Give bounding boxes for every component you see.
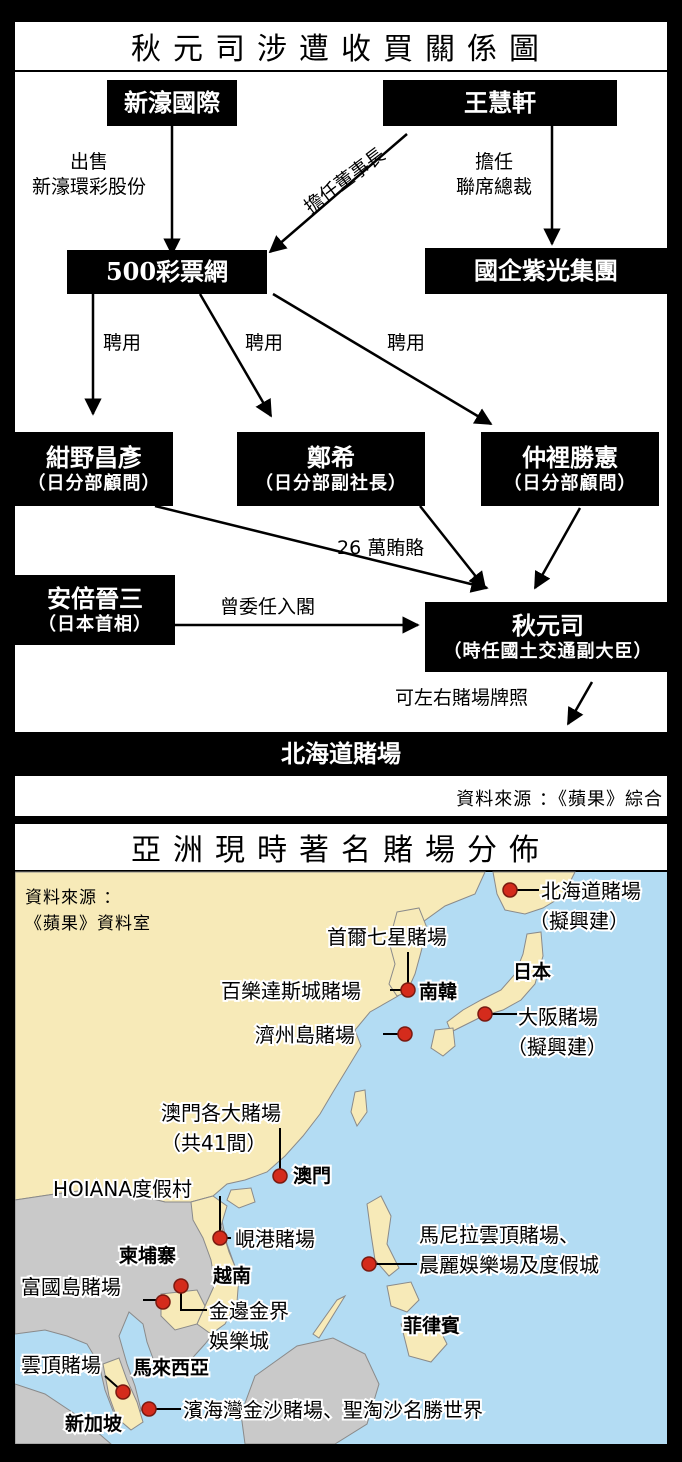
label-seoul7: 首爾七星賭場: [327, 925, 447, 949]
relationship-panel: 秋元司涉遭收買關係圖 新濠國際 王慧軒 500彩票網 國企紫光集團 紺: [15, 22, 671, 816]
country-philippines: 菲律賓: [403, 1314, 460, 1337]
label-walkerhill: 百樂達斯城賭場: [221, 979, 361, 1003]
label-approve: 可左右賭場牌照: [395, 687, 529, 709]
label-genting: 雲頂賭場: [21, 1353, 101, 1377]
casino-markers: [115, 882, 518, 1417]
label-appoint: 曾委任入閣: [220, 596, 316, 618]
label-serve: 擔任 聯席總裁: [455, 151, 532, 198]
country-macau: 澳門: [293, 1164, 331, 1187]
borneo: [240, 1337, 380, 1444]
node-akimoto: 秋元司 （時任國土交通副大臣）: [425, 602, 671, 672]
label-danang: 峴港賭場: [235, 1227, 315, 1251]
marker-genting: [115, 1384, 131, 1400]
node-xinhao: 新濠國際: [107, 80, 237, 126]
marker-seoul: [400, 982, 416, 998]
title-divider: [15, 70, 667, 72]
label-sell: 出售 新濠環彩股份: [31, 151, 146, 198]
country-malaysia: 馬來西亞: [133, 1356, 209, 1379]
label-osaka-status: （擬興建）: [507, 1035, 607, 1059]
diagram-arrows: [84, 126, 594, 726]
label-manila-1: 馬尼拉雲頂賭場、: [419, 1223, 579, 1247]
marker-phuquoc: [155, 1294, 171, 1310]
country-singapore: 新加坡: [65, 1412, 123, 1435]
hainan: [226, 1187, 256, 1209]
label-phuquoc: 富國島賭場: [21, 1275, 121, 1299]
node-abe: 安倍晉三 （日本首相）: [15, 575, 175, 645]
label-hire-1: 聘用: [103, 332, 142, 354]
marker-jeju: [397, 1026, 413, 1042]
arrow-nakasato-akimoto: [533, 507, 582, 590]
marker-manila: [361, 1256, 377, 1272]
country-vietnam: 越南: [212, 1264, 251, 1287]
label-osaka: 大阪賭場: [518, 1005, 598, 1029]
node-wang: 王慧軒: [383, 80, 617, 126]
label-nagaworld-2: 娛樂城: [209, 1329, 269, 1353]
marker-nagaworld: [173, 1278, 189, 1294]
sumatra: [15, 1383, 112, 1444]
arrow-konno-akimoto: [154, 504, 489, 593]
philippines-visayas: [386, 1281, 420, 1313]
country-cambodia: 柬埔寨: [119, 1244, 176, 1267]
node-konno: 紺野昌彥 （日分部顧問）: [15, 432, 173, 506]
label-manila-2: 晨麗娛樂場及度假城: [419, 1253, 599, 1277]
map-source-line-1: 資料來源 ：: [25, 888, 121, 908]
marker-mbs: [141, 1401, 157, 1417]
arrow-approve: [566, 681, 594, 726]
label-hire-3: 聘用: [387, 332, 426, 354]
philippines-palawan: [312, 1294, 347, 1339]
node-nakasato: 仲裡勝憲 （日分部顧問）: [481, 432, 659, 506]
philippines-mindanao: [400, 1319, 448, 1363]
diagram-source: 資料來源 ：《蘋果》綜合: [456, 789, 663, 810]
diagram-title: 秋元司涉遭收買關係圖: [131, 32, 551, 67]
japan-hokkaido: [492, 871, 576, 915]
label-hire-2: 聘用: [245, 332, 284, 354]
japan-kyushu: [430, 1027, 456, 1057]
marker-macau: [272, 1168, 288, 1184]
label-nagaworld-1: 金邊金界: [209, 1299, 289, 1323]
vietnam: [190, 1195, 240, 1335]
philippines-luzon: [366, 1195, 400, 1277]
node-guoqi: 國企紫光集團: [425, 248, 667, 294]
arrow-hire-3: [272, 292, 493, 426]
node-hokkaido-casino: 北海道賭場: [15, 732, 667, 776]
leader-nagaworld: [180, 1290, 207, 1311]
map-source-line-2: 《蘋果》資料室: [25, 914, 151, 934]
arrow-chairman: [268, 133, 408, 254]
label-bribe: 26 萬賄賂: [337, 537, 425, 559]
japan-honshu: [446, 931, 544, 1033]
indochina: [15, 1189, 238, 1429]
country-japan: 日本: [513, 960, 551, 983]
marker-hokkaido: [502, 882, 518, 898]
label-jeju: 濟州島賭場: [255, 1023, 355, 1047]
label-macau-count: （共41間）: [161, 1131, 266, 1155]
asia-map: 資料來源 ： 《蘋果》資料室 北海道賭場 （擬興建） 首爾七星賭場 百樂達斯城賭…: [15, 871, 667, 1444]
marker-danang: [212, 1230, 228, 1246]
taiwan: [350, 1089, 368, 1128]
marker-osaka: [477, 1006, 493, 1022]
map-title: 亞洲現時著名賭場分佈: [131, 833, 551, 868]
label-hokkaido-casino: 北海道賭場: [541, 879, 641, 903]
arrow-bribe: [419, 505, 487, 590]
map-panel: 亞洲現時著名賭場分佈: [15, 824, 667, 1444]
map-title-divider: [15, 870, 667, 872]
label-hoiana: HOIANA度假村: [53, 1177, 192, 1201]
label-mbs: 濱海灣金沙賭場、聖淘沙名勝世界: [183, 1398, 483, 1422]
label-hokkaido-status: （擬興建）: [529, 909, 629, 933]
node-zheng: 鄭希 （日分部副社長）: [237, 432, 425, 506]
country-korea: 南韓: [419, 980, 457, 1003]
label-macau-casinos: 澳門各大賭場: [161, 1101, 281, 1125]
arrow-hire-2: [198, 293, 273, 418]
node-500-lottery: 500彩票網: [67, 250, 267, 294]
